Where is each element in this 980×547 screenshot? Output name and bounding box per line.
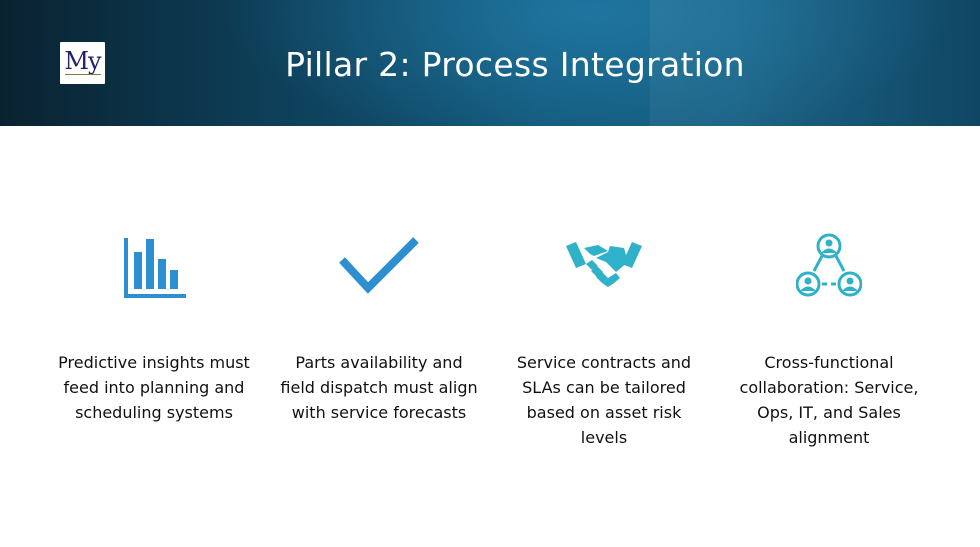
header-banner: My Pillar 2: Process Integration xyxy=(0,0,980,126)
team-network-icon xyxy=(729,232,929,307)
checkmark-icon xyxy=(279,232,479,307)
bar-chart-icon xyxy=(54,232,254,307)
handshake-icon xyxy=(504,232,704,307)
pillar-2-text: Parts availability and field dispatch mu… xyxy=(280,353,478,422)
page-title: Pillar 2: Process Integration xyxy=(285,45,745,84)
pillar-3-text: Service contracts and SLAs can be tailor… xyxy=(516,353,692,447)
logo: My xyxy=(60,42,105,84)
pillar-1-text: Predictive insights must feed into plann… xyxy=(58,353,250,422)
pillar-4-text: Cross-functional collaboration: Service,… xyxy=(739,353,919,447)
header-shade xyxy=(650,0,980,126)
logo-underline xyxy=(64,74,101,75)
logo-mark: My xyxy=(64,47,101,75)
